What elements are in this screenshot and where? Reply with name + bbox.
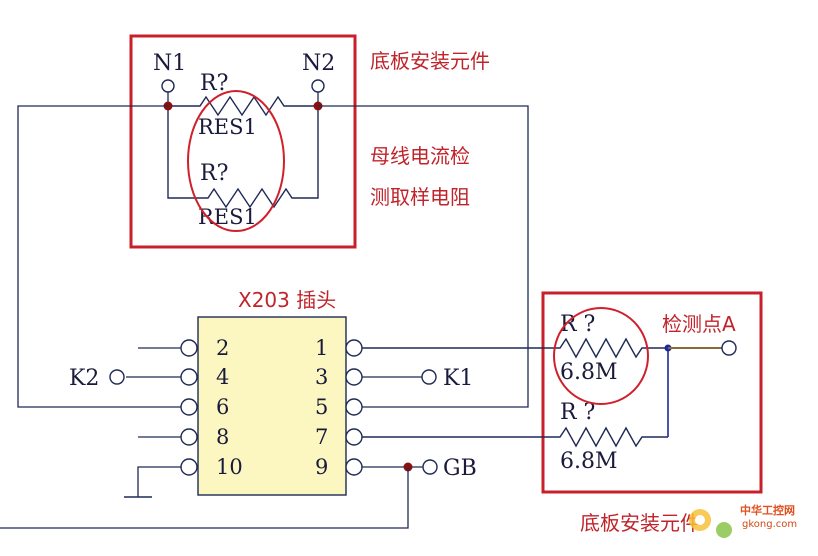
sampling-note-line1: 母线电流检 — [370, 144, 470, 168]
bottom-68m-resistor — [362, 426, 668, 448]
pin-2-number: 2 — [216, 336, 229, 360]
bottom-resistor-designator: R? — [200, 161, 228, 186]
right-board-frame — [541, 291, 763, 494]
connector-left-pins: 2 4 6 8 10 — [124, 336, 243, 498]
top-resistor-value: RES1 — [198, 115, 257, 139]
terminal-n2-label: N2 — [302, 51, 335, 76]
connector-title: X203 插头 — [238, 288, 336, 312]
pin-10-socket — [180, 458, 198, 476]
divider-highlight-ellipse — [553, 307, 649, 405]
pin-6-number: 6 — [216, 395, 229, 419]
top-board-caption: 底板安装元件 — [370, 49, 490, 73]
top-board-group: N1 N2 R? RES1 R? RES1 — [129, 34, 357, 249]
k2-terminal — [109, 369, 125, 385]
terminal-n1-label: N1 — [153, 51, 186, 76]
terminal-n2 — [311, 79, 325, 93]
pin-4-socket — [180, 368, 198, 386]
pin-3-socket — [345, 368, 363, 386]
test-point-a-label: 检测点A — [662, 312, 736, 336]
terminal-n1 — [161, 79, 175, 93]
top-resistor-symbol — [168, 95, 318, 117]
wire-gb-down — [0, 467, 409, 529]
pin-1-socket — [345, 339, 363, 357]
connector-body — [197, 316, 347, 496]
k1-label: K1 — [443, 366, 473, 391]
top-68m-value: 6.8M — [560, 360, 618, 385]
bottom-resistor-path — [167, 106, 319, 209]
k1-terminal — [421, 369, 437, 385]
pin-2-socket — [180, 339, 198, 357]
pin-9-socket — [345, 458, 363, 476]
pin-4-number: 4 — [216, 365, 229, 389]
pin-10-lead — [137, 466, 181, 497]
bottom-68m-value: 6.8M — [560, 449, 618, 474]
watermark-gear-hole — [695, 515, 705, 525]
top-board-frame — [129, 34, 357, 249]
pin-7-socket — [345, 428, 363, 446]
pin-10-number: 10 — [216, 455, 243, 479]
watermark-gear-small-icon — [716, 522, 732, 538]
k2-label: K2 — [69, 366, 99, 391]
pin-3-number: 3 — [315, 365, 328, 389]
watermark-site: gkong.com — [742, 519, 797, 530]
gb-label: GB — [443, 456, 477, 481]
bottom-68m-designator: R ? — [560, 400, 595, 425]
wire-n2-to-pin5 — [318, 105, 529, 408]
pin-5-number: 5 — [315, 395, 328, 419]
gb-terminal — [422, 459, 438, 475]
resistor-highlight-ellipse — [187, 90, 285, 232]
wire-n1-to-pin6 — [17, 105, 181, 408]
watermark-logo: 中华工控网 gkong.com — [689, 503, 797, 538]
watermark-name: 中华工控网 — [740, 503, 795, 517]
pin-7-number: 7 — [315, 425, 328, 449]
sampling-note-line2: 测取样电阻 — [370, 185, 470, 209]
pin-8-socket — [180, 428, 198, 446]
pin-8-number: 8 — [216, 425, 229, 449]
connector-right-pins: 1 3 5 7 9 — [315, 336, 363, 479]
test-point-a-terminal — [721, 340, 737, 356]
pin-6-socket — [180, 398, 198, 416]
pin-1-number: 1 — [315, 336, 328, 360]
pin-9-number: 9 — [315, 455, 328, 479]
right-board-caption: 底板安装元件 — [580, 511, 700, 535]
top-68m-resistor — [362, 337, 668, 359]
top-resistor-designator: R? — [200, 71, 228, 96]
pin-5-socket — [345, 398, 363, 416]
